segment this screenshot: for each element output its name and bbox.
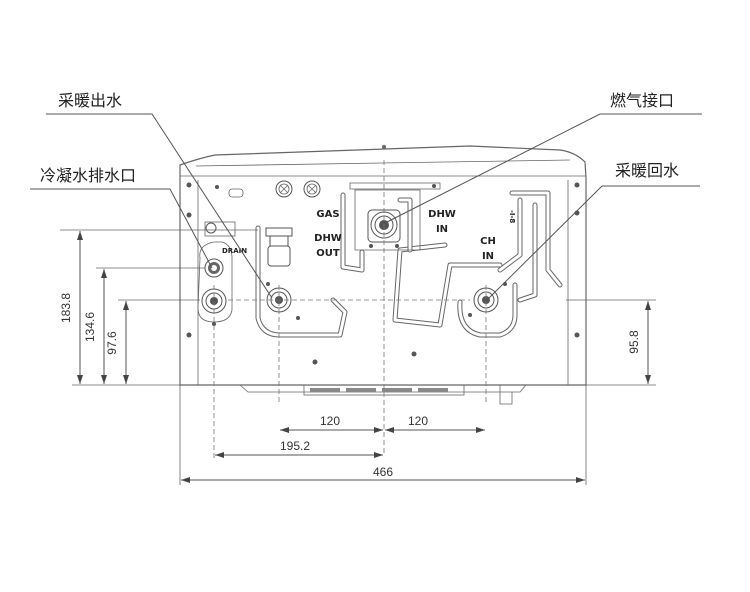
screw-icon [574, 332, 580, 338]
label-drain: DRAIN [222, 247, 247, 255]
heating-outlet-connection [265, 227, 300, 320]
dimension-value: 120 [320, 414, 340, 428]
top-screw [382, 145, 386, 149]
condensate-drain-connection [197, 221, 236, 326]
indicator-slot [228, 188, 244, 198]
screw-icon [186, 332, 192, 338]
callout-heating-outlet-text: 采暖出水 [58, 91, 122, 110]
callout-heating-outlet: 采暖出水 [46, 91, 273, 299]
cross-valve-icon [275, 180, 293, 198]
dimension-120-right: 120 [385, 414, 485, 433]
heating-return-connection [468, 282, 507, 317]
dimension-195-2: 195.2 [215, 439, 383, 458]
label-dhw-in-2: IN [436, 224, 448, 235]
screw-icon [411, 351, 417, 357]
dimension-value: 134.6 [83, 312, 97, 342]
dimension-120-left: 120 [280, 414, 383, 433]
callout-gas-inlet: 燃气接口 [386, 91, 702, 223]
callout-heating-return-text: 采暖回水 [615, 161, 679, 180]
label-ch-in-2: IN [482, 251, 494, 262]
vent-slots [310, 388, 448, 392]
label-dhw-out-2: OUT [316, 248, 340, 259]
screw-icon [574, 182, 580, 188]
center-lines [213, 160, 487, 460]
callout-condensate-drain: 冷凝水排水口 [30, 166, 213, 269]
dimension-value: 183.8 [59, 293, 73, 323]
callout-condensate-drain-text: 冷凝水排水口 [40, 166, 136, 185]
dimension-value: 195.2 [280, 439, 310, 453]
top-components [228, 180, 441, 198]
screw-icon [432, 184, 436, 188]
screw-icon [215, 185, 219, 189]
dimension-183-8: 183.8 [59, 229, 258, 386]
screw-icon [186, 212, 192, 218]
dimension-95-8: 95.8 [566, 299, 656, 386]
screw-icon [186, 182, 192, 188]
panel-labels: GAS DHW OUT DHW IN CH IN DRAIN -I-8 [222, 209, 516, 262]
label-gas: GAS [316, 209, 339, 220]
cross-valve-icon [303, 180, 321, 198]
screw-icon [312, 359, 318, 365]
callout-gas-inlet-text: 燃气接口 [610, 91, 674, 110]
boiler-body [179, 145, 587, 405]
label-dhw-in-1: DHW [428, 209, 456, 220]
callout-heating-return: 采暖回水 [488, 161, 700, 299]
dimension-value: 120 [408, 414, 428, 428]
top-bracket [349, 182, 441, 190]
dimension-466: 466 [179, 385, 587, 485]
dimension-value: 97.6 [105, 331, 119, 355]
dimension-value: 466 [373, 465, 393, 479]
dimension-value: 95.8 [627, 330, 641, 354]
label-side-mark: -I-8 [508, 210, 516, 223]
label-dhw-out-1: DHW [314, 233, 342, 244]
dimension-97-6: 97.6 [105, 299, 200, 384]
dimension-134-6: 134.6 [83, 267, 205, 384]
internal-piping [255, 189, 563, 338]
label-ch-in-1: CH [480, 236, 496, 247]
